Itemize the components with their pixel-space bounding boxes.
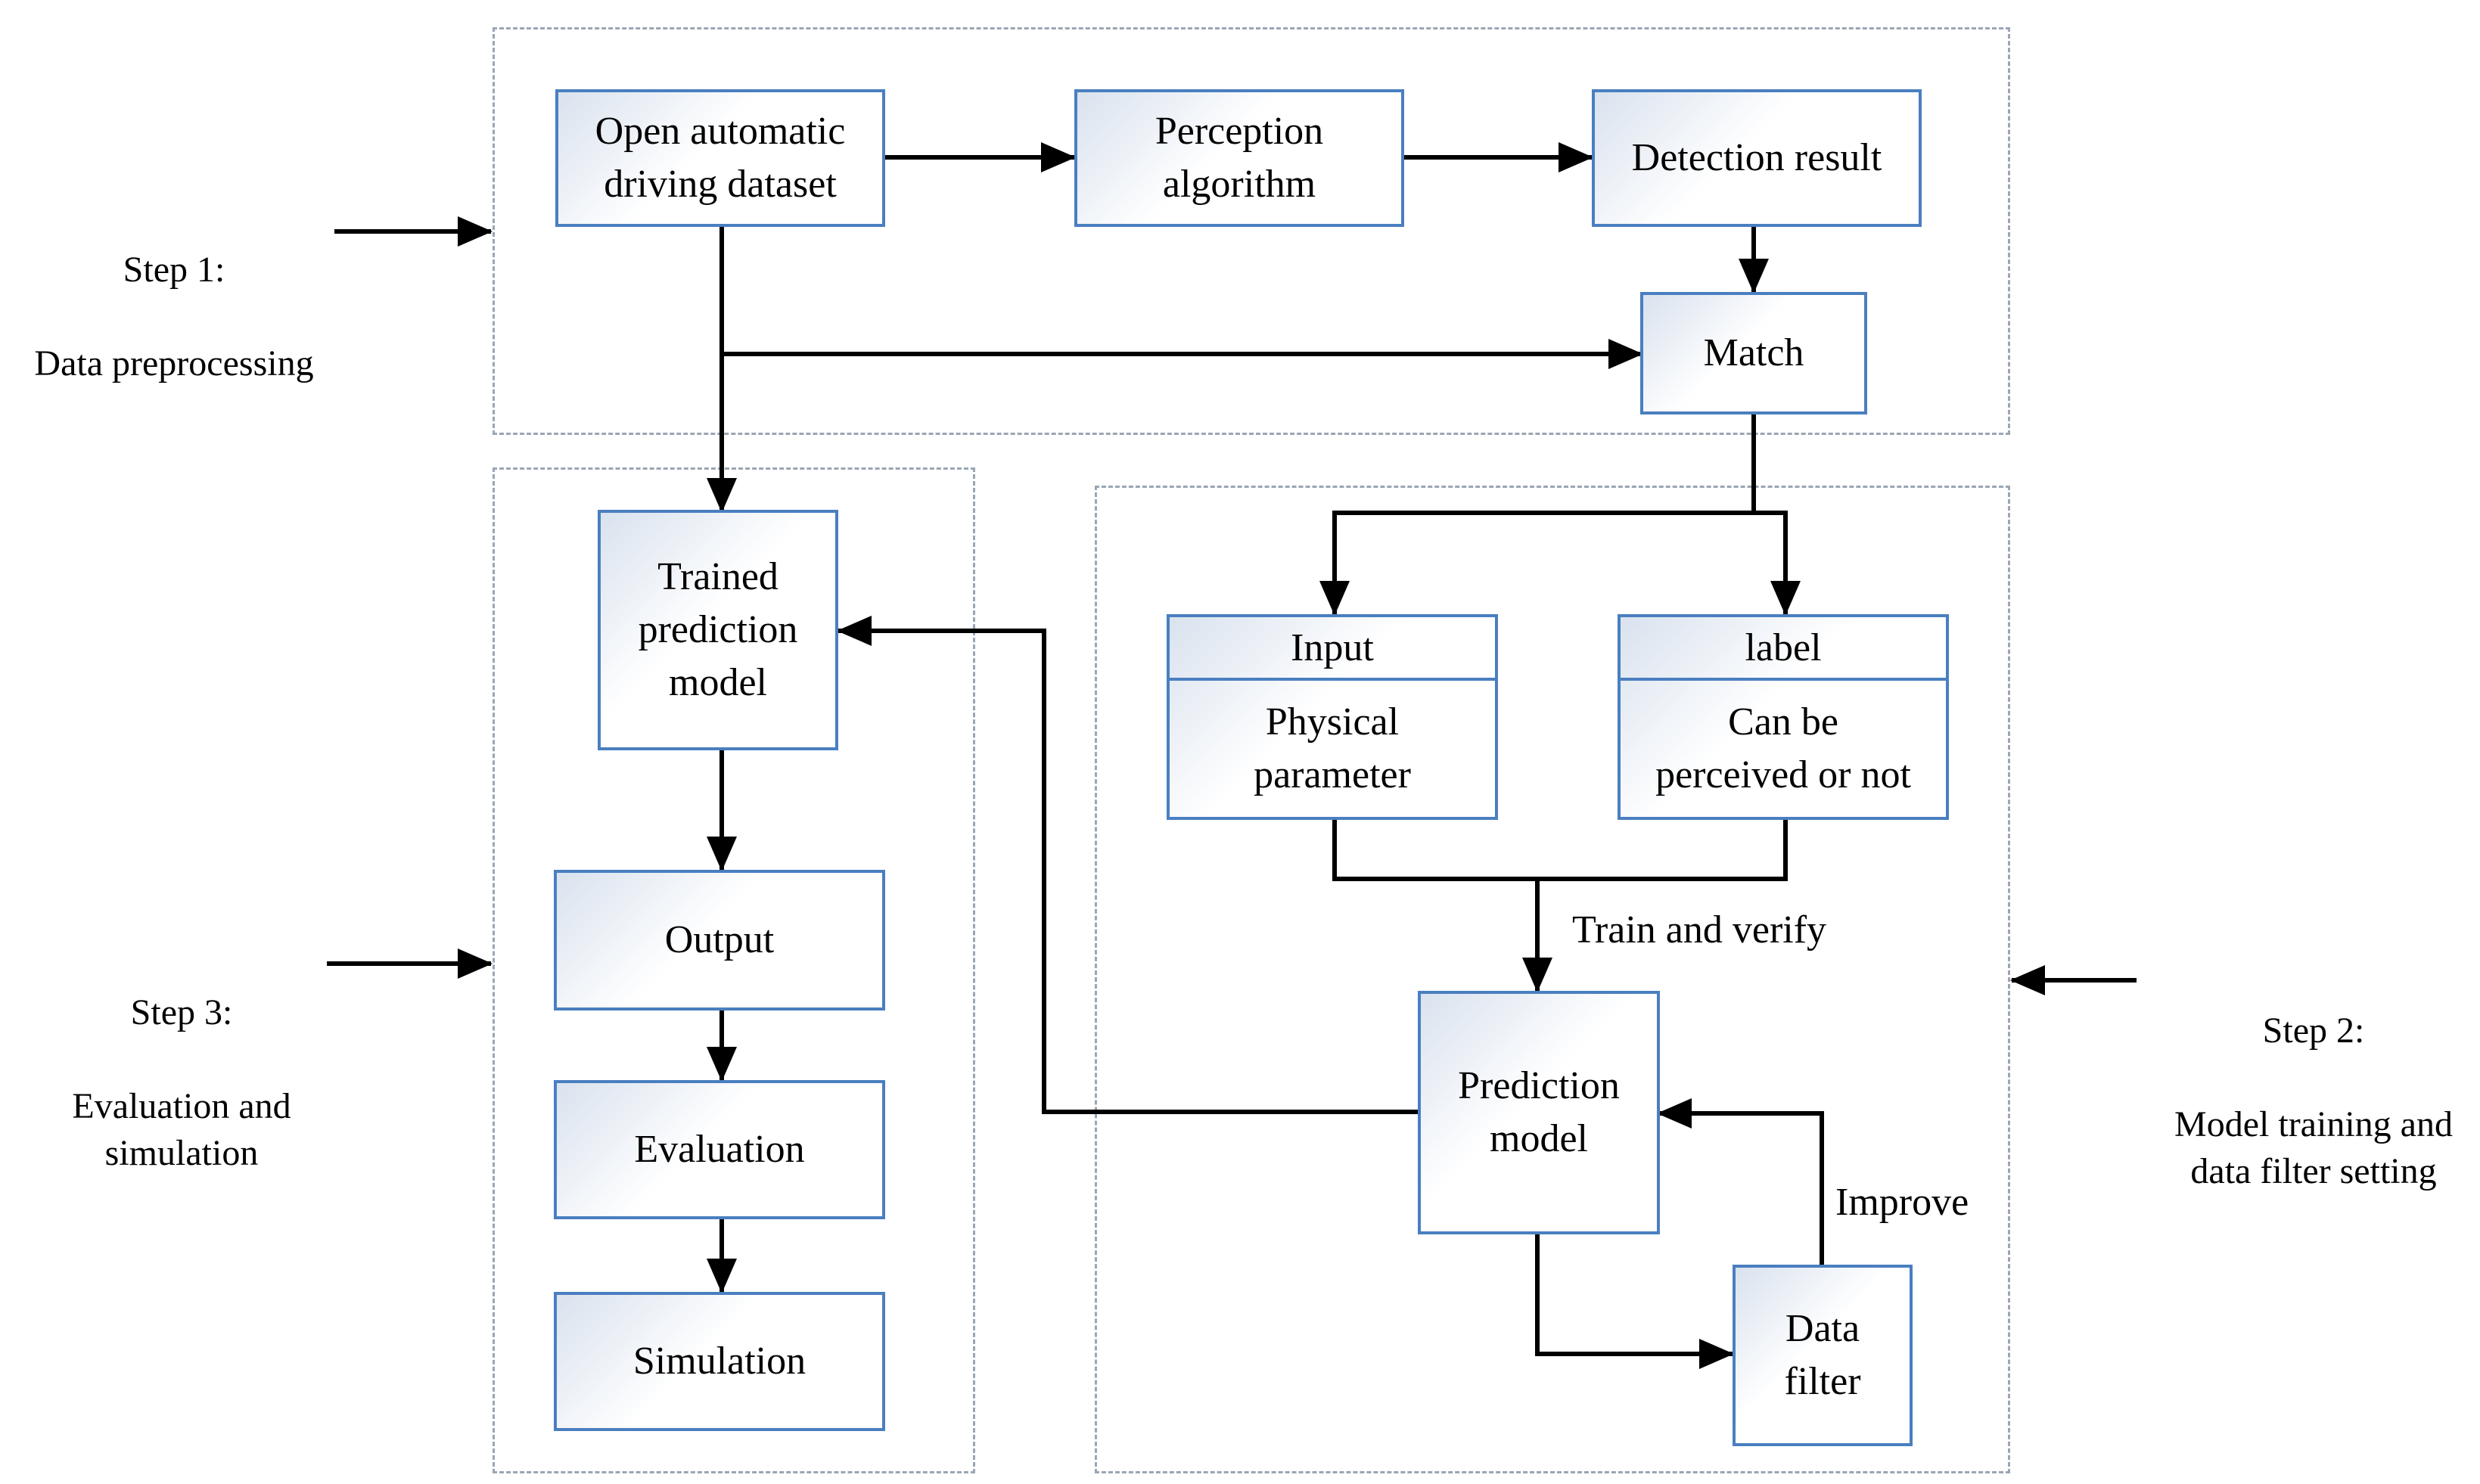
region-step2 [1095, 486, 2010, 1473]
node-simulation-text: Simulation [632, 1340, 806, 1383]
node-simulation: Simulation [554, 1292, 885, 1431]
node-trained-model-text: Trained prediction model [638, 555, 798, 704]
node-output: Output [554, 870, 885, 1011]
node-match: Match [1640, 292, 1867, 414]
node-label-body: Can be perceived or not [1655, 700, 1911, 796]
region-step1 [493, 27, 2010, 435]
arrow-prediction-trained [837, 616, 1419, 1114]
node-evaluation-text: Evaluation [634, 1128, 805, 1171]
step2-label: Step 2: Model training and data filter s… [2147, 961, 2480, 1242]
step2-title: Step 2: [2262, 1011, 2365, 1051]
node-input-body: Physical parameter [1254, 700, 1411, 796]
step3-subtitle: Evaluation and simulation [72, 1086, 291, 1173]
line-match-split [1319, 413, 1756, 616]
step1-label: Step 1: Data preprocessing [0, 200, 348, 434]
edge-label-train-verify: Train and verify [1572, 908, 1827, 952]
arrow-filter-prediction [1657, 1098, 1824, 1265]
node-match-text: Match [1703, 331, 1804, 374]
region-step3 [493, 467, 975, 1473]
arrow-prediction-filter [1535, 1233, 1734, 1369]
node-detection: Detection result [1592, 89, 1922, 227]
node-input-header: Input [1170, 617, 1495, 681]
node-trained-model: Trained prediction model [598, 510, 838, 750]
node-dataset-text: Open automatic driving dataset [595, 110, 846, 206]
node-detection-text: Detection result [1631, 136, 1882, 179]
node-dataset: Open automatic driving dataset [555, 89, 885, 227]
step2-subtitle: Model training and data filter setting [2174, 1104, 2453, 1191]
node-perception-text: Perception algorithm [1155, 110, 1324, 206]
arrow-to-label [1754, 511, 1801, 616]
node-label: label Can be perceived or not [1618, 614, 1949, 820]
line-train-verify [1332, 817, 1788, 881]
node-prediction-model-text: Prediction model [1458, 1064, 1620, 1160]
node-perception: Perception algorithm [1074, 89, 1404, 227]
node-input: Input Physical parameter [1167, 614, 1498, 820]
step1-subtitle: Data preprocessing [34, 343, 314, 383]
node-label-header: label [1621, 617, 1946, 681]
step3-title: Step 3: [130, 992, 233, 1032]
node-evaluation: Evaluation [554, 1080, 885, 1219]
node-prediction-model: Prediction model [1418, 991, 1660, 1234]
step3-label: Step 3: Evaluation and simulation [15, 942, 348, 1224]
node-data-filter: Data filter [1733, 1265, 1913, 1446]
node-data-filter-text: Data filter [1784, 1307, 1861, 1403]
edge-label-improve: Improve [1835, 1181, 1969, 1224]
node-output-text: Output [664, 918, 775, 961]
step1-title: Step 1: [123, 250, 225, 290]
